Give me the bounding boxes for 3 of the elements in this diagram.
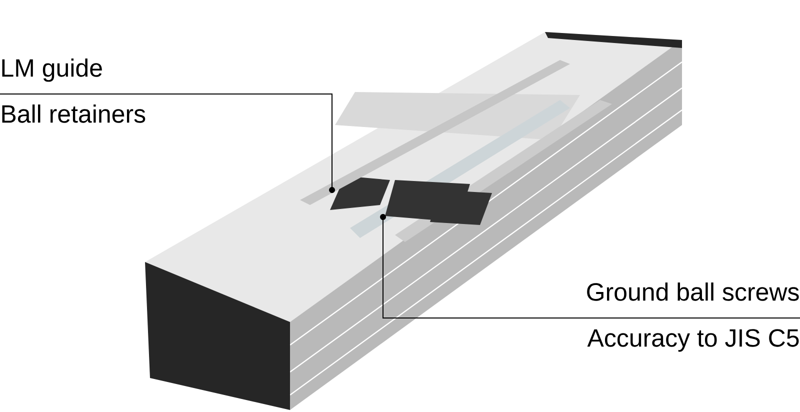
callout-text: LM guide Ball retainers	[2, 58, 146, 123]
callout-text: Ground ball screws Accuracy to JIS C5	[587, 282, 799, 352]
leader-line	[382, 216, 800, 318]
